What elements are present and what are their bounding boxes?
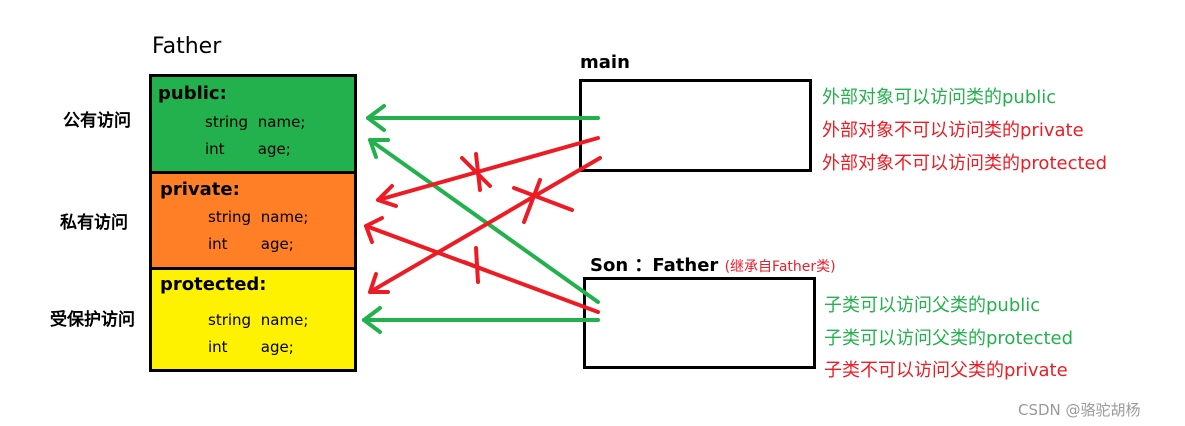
side-label-protected: 受保护访问 <box>50 310 135 330</box>
arrow-son-to-private <box>364 216 600 314</box>
arrow-main-to-public <box>366 104 600 132</box>
member-name: age; <box>257 140 291 158</box>
member-type: string <box>205 113 249 131</box>
watermark: CSDN @骆驼胡杨 <box>1018 401 1141 419</box>
arrow-main-to-protected <box>368 156 602 294</box>
son-box <box>583 277 816 369</box>
member-name: age; <box>260 235 294 253</box>
father-public-section: public: string name; int age; <box>149 74 357 174</box>
arrow-main-to-private <box>376 136 600 208</box>
member-row: int age; <box>205 140 291 158</box>
member-row: int age; <box>208 338 294 356</box>
son-label: Son ：Father (继承自Father类) <box>590 251 836 277</box>
protected-header: protected: <box>160 274 267 295</box>
member-row: int age; <box>208 235 294 253</box>
son-class-name: Son ：Father <box>590 255 719 276</box>
main-label: main <box>580 52 630 73</box>
son-note-protected: 子类可以访问父类的protected <box>824 328 1074 349</box>
father-title: Father <box>152 34 222 59</box>
side-label-public: 公有访问 <box>63 111 131 131</box>
father-protected-section: protected: string name; int age; <box>149 267 357 372</box>
main-note-public: 外部对象可以访问类的public <box>822 87 1057 108</box>
son-note-private: 子类不可以访问父类的private <box>824 360 1068 381</box>
side-label-private: 私有访问 <box>60 213 128 233</box>
member-type: int <box>205 140 225 158</box>
son-note-public: 子类可以访问父类的public <box>824 295 1041 316</box>
main-note-private: 外部对象不可以访问类的private <box>822 120 1084 141</box>
arrow-son-to-public <box>368 138 600 304</box>
arrow-son-to-protected <box>362 306 600 334</box>
member-row: string name; <box>208 311 308 329</box>
main-box <box>579 79 812 172</box>
member-type: string <box>208 208 252 226</box>
member-name: age; <box>260 338 294 356</box>
private-header: private: <box>160 179 240 200</box>
public-header: public: <box>158 83 227 104</box>
member-row: string name; <box>205 113 305 131</box>
member-name: name; <box>260 208 309 226</box>
member-name: name; <box>257 113 306 131</box>
member-name: name; <box>260 311 309 329</box>
member-type: int <box>208 338 228 356</box>
member-type: string <box>208 311 252 329</box>
son-inherit-note: (继承自Father类) <box>724 259 836 275</box>
member-row: string name; <box>208 208 308 226</box>
main-note-protected: 外部对象不可以访问类的protected <box>822 153 1108 174</box>
member-type: int <box>208 235 228 253</box>
